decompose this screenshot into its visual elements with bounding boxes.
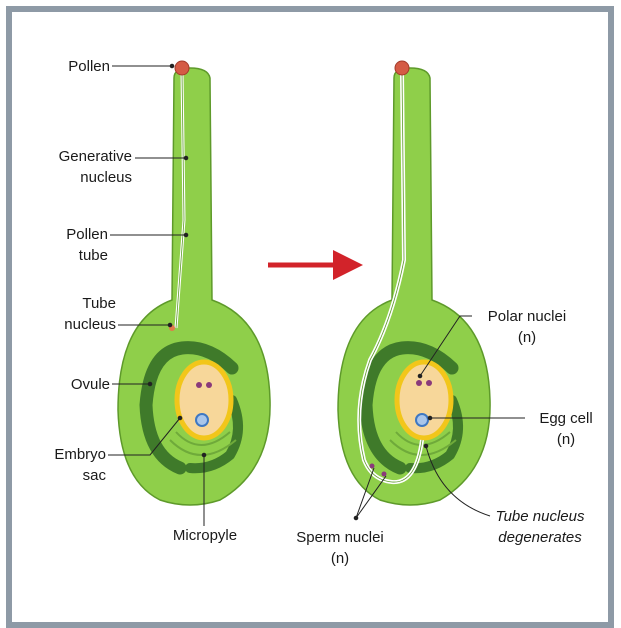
label-tube-nucleus: Tube nucleus xyxy=(20,293,116,335)
left-pollen-grain xyxy=(175,61,189,75)
label-pollen: Pollen xyxy=(20,56,110,77)
right-egg-cell xyxy=(416,414,428,426)
right-sperm-nucleus-2 xyxy=(382,472,387,477)
left-egg-cell xyxy=(196,414,208,426)
left-polar-nucleus-1 xyxy=(196,382,202,388)
right-polar-nucleus-1 xyxy=(416,380,422,386)
label-generative-nucleus: Generative nucleus xyxy=(20,146,132,188)
label-tube-nucleus-degenerates: Tube nucleus degenerates xyxy=(488,506,592,548)
label-embryo-sac: Embryo sac xyxy=(20,444,106,486)
label-ovule: Ovule xyxy=(20,374,110,395)
left-style-body xyxy=(118,68,270,505)
label-micropyle: Micropyle xyxy=(150,525,260,546)
left-polar-nucleus-2 xyxy=(206,382,212,388)
right-polar-nucleus-2 xyxy=(426,380,432,386)
right-pollen-grain xyxy=(395,61,409,75)
left-ovule xyxy=(118,61,270,505)
right-sperm-nucleus-1 xyxy=(370,464,375,469)
label-polar-nuclei: Polar nuclei (n) xyxy=(472,306,582,348)
label-sperm-nuclei: Sperm nuclei (n) xyxy=(280,527,400,569)
label-pollen-tube: Pollen tube xyxy=(20,224,108,266)
right-ovule xyxy=(338,61,490,505)
label-egg-cell: Egg cell (n) xyxy=(526,408,606,450)
